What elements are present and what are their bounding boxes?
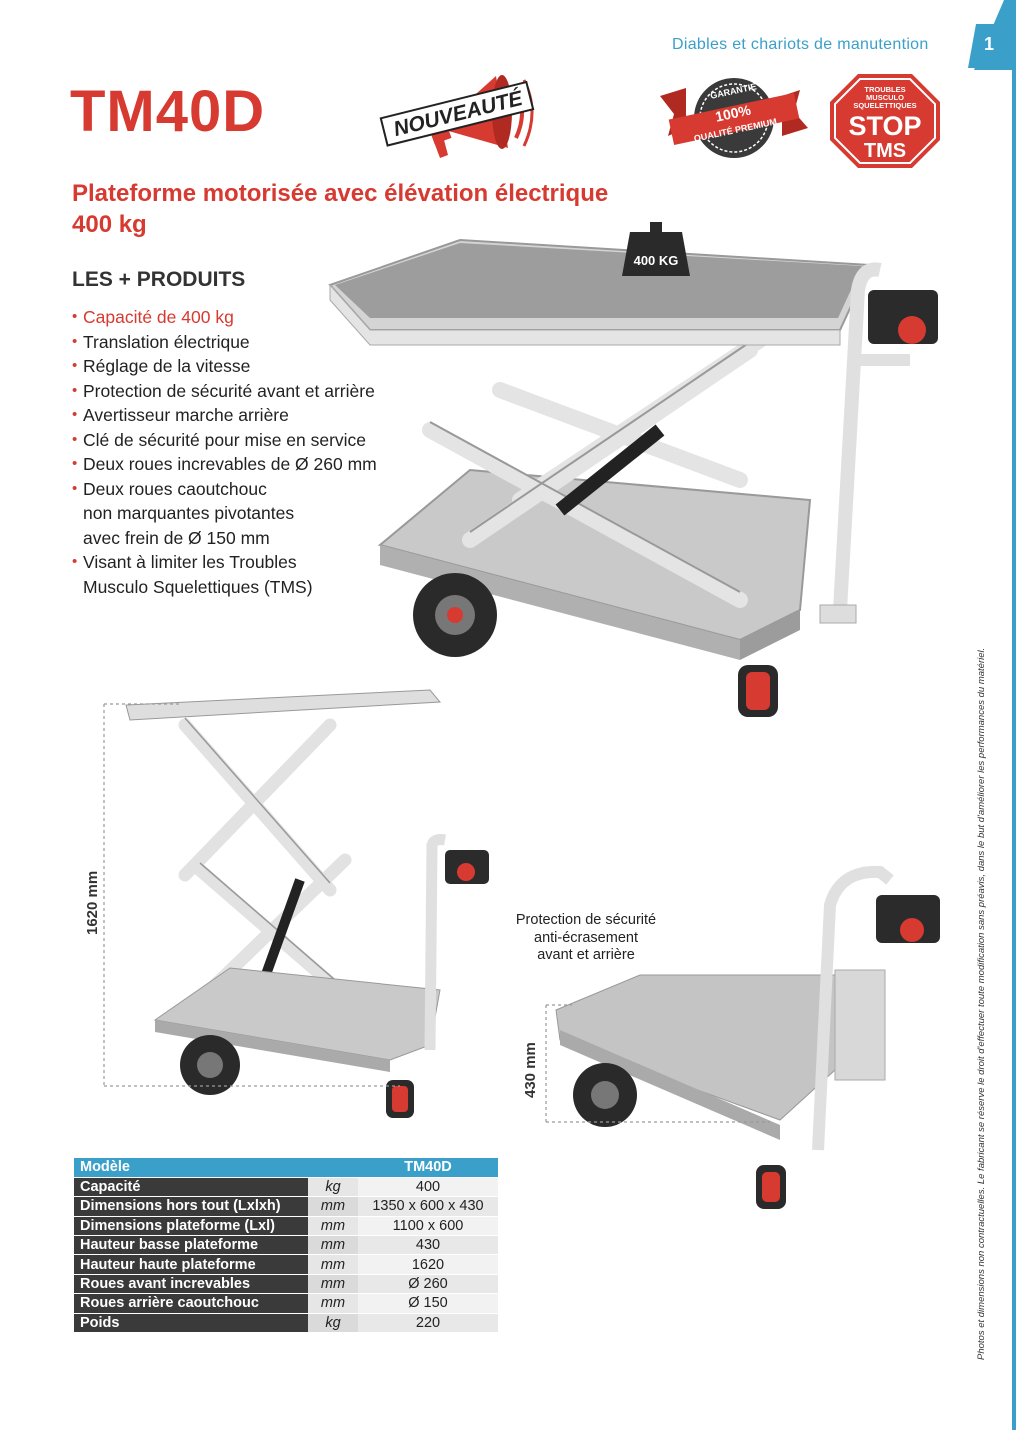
feature-item: Clé de sécurité pour mise en service	[72, 428, 377, 453]
subtitle-line-2: 400 kg	[72, 211, 147, 238]
disclaimer-note: Photos et dimensions non contractuelles.…	[976, 647, 987, 1360]
spec-unit: mm	[308, 1196, 358, 1217]
feature-item: Capacité de 400 kg	[72, 305, 377, 330]
feature-item: Translation électrique	[72, 330, 377, 355]
garantie-pct-text: 100%	[714, 101, 753, 124]
stop-main-text: STOP	[848, 111, 921, 141]
spec-value: 220	[358, 1313, 498, 1334]
garantie-badge: GARANTIE 100% QUALITÉ PREMIUM	[660, 78, 808, 158]
product-subtitle: Plateforme motorisée avec élévation élec…	[72, 178, 608, 240]
safety-note-line: Protection de sécurité	[515, 912, 657, 928]
spec-value: 430	[358, 1235, 498, 1256]
product-title: TM40D	[70, 79, 266, 144]
features-heading: LES + PRODUITS	[72, 268, 246, 291]
height-low-label: 430 mm	[522, 1042, 539, 1098]
dimension-line-430	[545, 1004, 770, 1123]
nouveaute-badge: NOUVEAUTÉ	[379, 75, 535, 158]
feature-item: Visant à limiter les Troubles Musculo Sq…	[72, 550, 377, 599]
page-number: 1	[984, 34, 995, 54]
stop-top-line-3: SQUELETTIQUES	[853, 101, 916, 110]
spec-header-model: Modèle	[74, 1158, 308, 1178]
feature-line: Deux roues caoutchouc	[83, 478, 267, 499]
stop-top-line-1: TROUBLES	[864, 85, 905, 94]
stop-sub-text: TMS	[864, 140, 906, 162]
feature-item: Protection de sécurité avant et arrière	[72, 379, 377, 404]
feature-item: Deux roues caoutchouc non marquantes piv…	[72, 477, 377, 551]
spec-label: Roues avant increvables	[74, 1274, 308, 1295]
spec-label: Dimensions hors tout (Lxlxh)	[74, 1196, 308, 1217]
weight-badge-text: 400 KG	[634, 253, 679, 268]
spec-unit: mm	[308, 1235, 358, 1256]
spec-label: Dimensions plateforme (Lxl)	[74, 1216, 308, 1237]
subtitle-line-1: Plateforme motorisée avec élévation élec…	[72, 180, 609, 207]
spec-label: Poids	[74, 1313, 308, 1334]
feature-item: Réglage de la vitesse	[72, 354, 377, 379]
spec-header-value: TM40D	[358, 1158, 498, 1178]
spec-value: Ø 260	[358, 1274, 498, 1295]
lowered-trolley-image	[555, 865, 940, 1209]
spec-value: 1620	[358, 1254, 498, 1275]
spec-value: 400	[358, 1177, 498, 1198]
spec-value: 1100 x 600	[358, 1216, 498, 1237]
spec-row: Hauteur haute plateforme mm 1620	[74, 1254, 498, 1275]
spec-row: Roues avant increvables mm Ø 260	[74, 1274, 498, 1295]
spec-row: Dimensions hors tout (Lxlxh) mm 1350 x 6…	[74, 1196, 498, 1217]
height-high-label: 1620 mm	[84, 870, 101, 935]
spec-row: Poids kg 220	[74, 1313, 498, 1334]
spec-label: Roues arrière caoutchouc	[74, 1293, 308, 1314]
spec-value: Ø 150	[358, 1293, 498, 1314]
spec-unit: mm	[308, 1254, 358, 1275]
spec-header-unit	[308, 1158, 358, 1178]
safety-note-line: anti-écrasement	[534, 929, 638, 946]
spec-value: 1350 x 600 x 430	[358, 1196, 498, 1217]
spec-unit: kg	[308, 1177, 358, 1198]
feature-item: Avertisseur marche arrière	[72, 403, 377, 428]
spec-row: Roues arrière caoutchouc mm Ø 150	[74, 1293, 498, 1314]
category-header: Diables et chariots de manutention	[672, 36, 929, 53]
stop-tms-badge: TROUBLES MUSCULO SQUELETTIQUES STOP TMS	[830, 74, 940, 168]
spec-row: Capacité kg 400	[74, 1177, 498, 1198]
dimension-line-1620	[103, 703, 400, 1087]
feature-line: avec frein de Ø 150 mm	[83, 527, 270, 548]
spec-label: Hauteur basse plateforme	[74, 1235, 308, 1256]
stop-top-line-2: MUSCULO	[866, 93, 904, 102]
spec-table: Modèle TM40D Capacité kg 400 Dimensions …	[74, 1158, 498, 1334]
spec-unit: mm	[308, 1274, 358, 1295]
features-list: Capacité de 400 kg Translation électriqu…	[72, 305, 377, 599]
spec-unit: mm	[308, 1216, 358, 1237]
spec-unit: mm	[308, 1293, 358, 1314]
weight-icon: 400 KG	[622, 222, 690, 276]
feature-line: non marquantes pivotantes	[83, 503, 295, 523]
page-edge-tab	[968, 0, 1016, 1430]
raised-trolley-image	[125, 689, 489, 1118]
spec-unit: kg	[308, 1313, 358, 1334]
feature-item: Deux roues increvables de Ø 260 mm	[72, 452, 377, 477]
spec-row: Dimensions plateforme (Lxl) mm 1100 x 60…	[74, 1216, 498, 1237]
spec-table-header: Modèle TM40D	[74, 1158, 498, 1178]
spec-label: Capacité	[74, 1177, 308, 1198]
safety-note-line: avant et arrière	[537, 947, 635, 963]
safety-note: Protection de sécurité anti-écrasement a…	[492, 912, 680, 965]
feature-line: Visant à limiter les Troubles	[83, 552, 297, 572]
feature-line: Musculo Squelettiques (TMS)	[83, 576, 313, 597]
spec-row: Hauteur basse plateforme mm 430	[74, 1235, 498, 1256]
hero-trolley-image: 400 KG	[328, 222, 938, 717]
spec-label: Hauteur haute plateforme	[74, 1254, 308, 1275]
